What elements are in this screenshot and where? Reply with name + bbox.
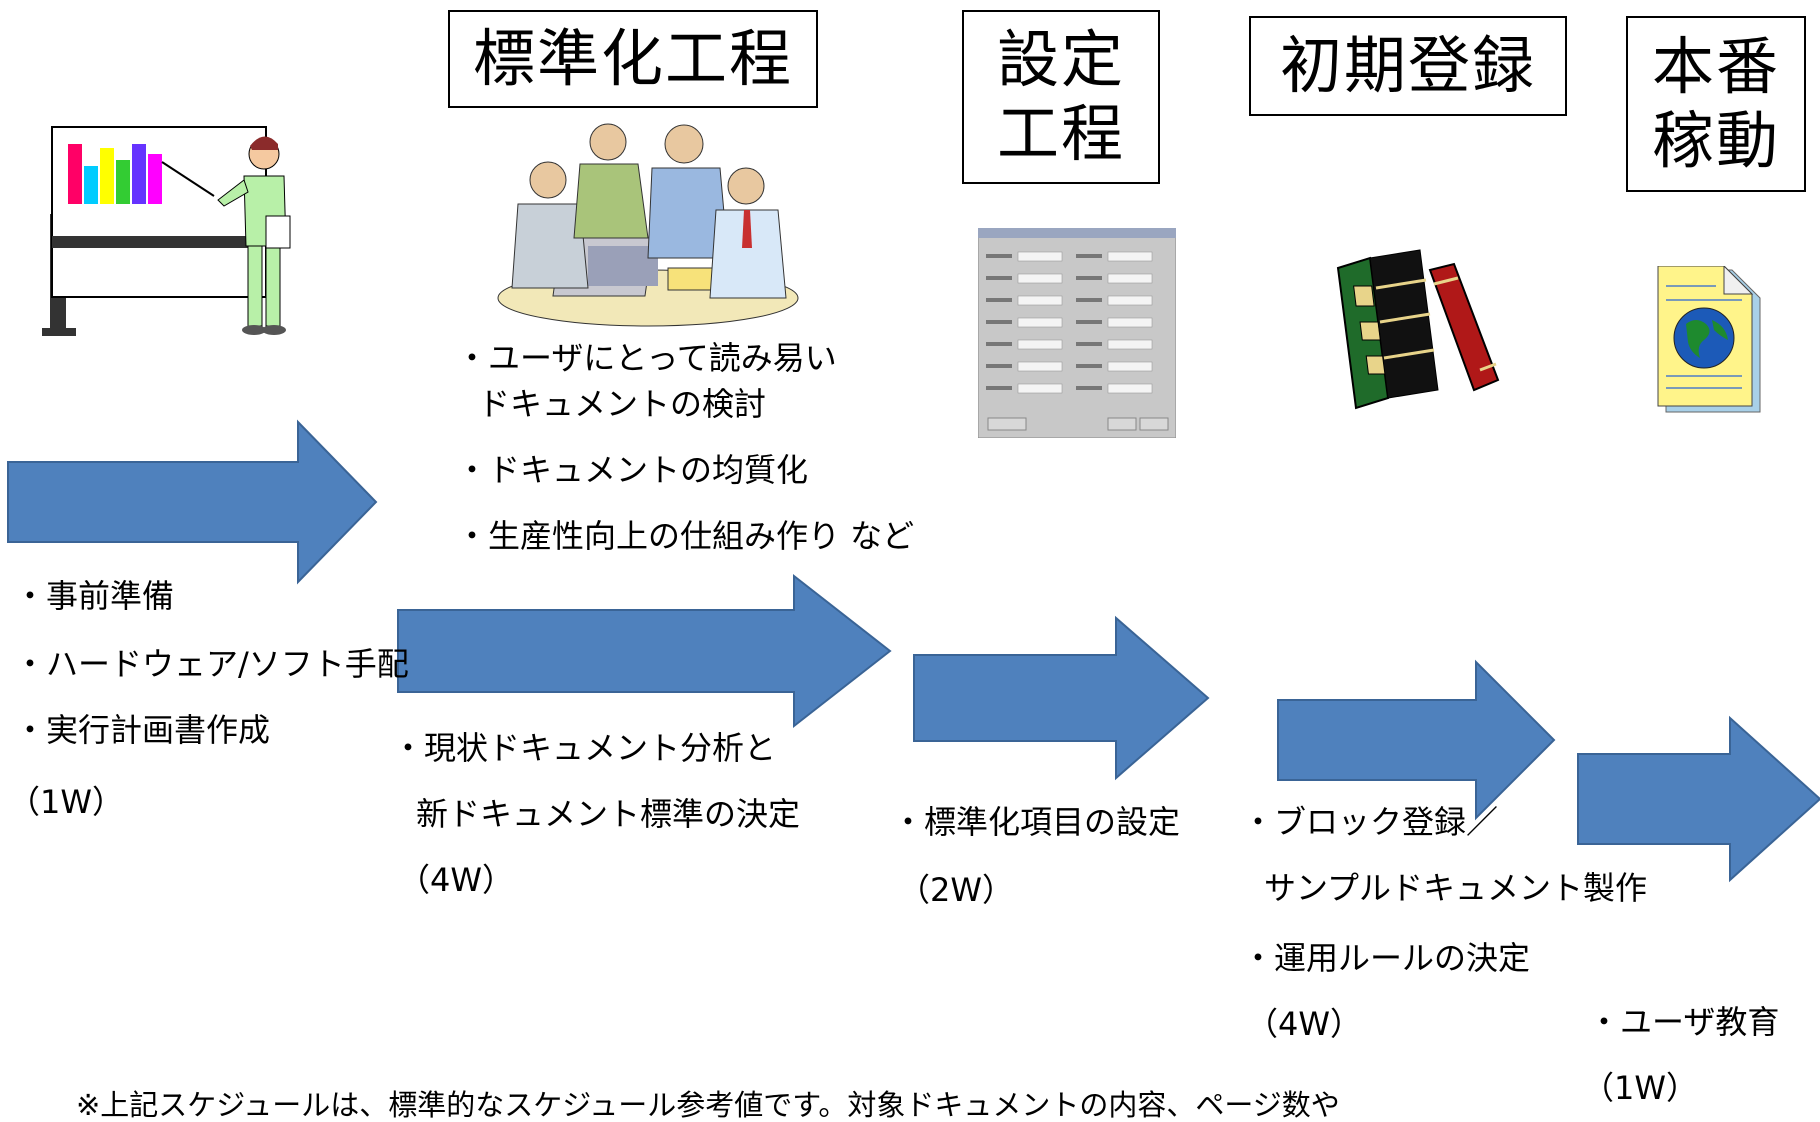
phase-title-setting: 設定 工程 xyxy=(962,10,1160,184)
step-standardization-item-2: 新ドキュメント標準の決定 xyxy=(416,795,801,833)
step-preparation-item-2: ・ハードウェア/ソフト手配 xyxy=(14,645,409,683)
footnote: ※上記スケジュールは、標準的なスケジュール参考値です。対象ドキュメントの内容、ペ… xyxy=(76,1088,1340,1122)
phase-title-standardization-text: 標準化工程 xyxy=(472,22,793,95)
standardization-goal-1: ・ユーザにとって読み易い xyxy=(456,339,837,377)
step-setting-duration: （2W） xyxy=(898,871,1015,909)
phase-title-go-live-line2: 稼動 xyxy=(1651,104,1780,177)
arrow-standardization xyxy=(397,573,892,729)
step-initial-registration-item-2: サンプルドキュメント製作 xyxy=(1264,869,1648,907)
settings-dialog-icon xyxy=(978,228,1176,438)
standardization-goal-3: ・ドキュメントの均質化 xyxy=(456,451,809,489)
phase-title-setting-line1: 設定 xyxy=(996,23,1125,96)
phase-title-standardization: 標準化工程 xyxy=(448,10,818,108)
step-standardization-item-1: ・現状ドキュメント分析と xyxy=(392,729,777,767)
phase-title-go-live-line1: 本番 xyxy=(1651,30,1780,103)
arrow-initial-registration xyxy=(1277,659,1556,821)
standardization-goal-4: ・生産性向上の仕組み作り など xyxy=(456,517,915,555)
arrow-setting xyxy=(913,615,1210,781)
phase-title-setting-line2: 工程 xyxy=(996,97,1125,170)
step-initial-registration-duration: （4W） xyxy=(1246,1005,1363,1043)
phase-title-initial-registration-text: 初期登録 xyxy=(1279,29,1536,102)
arrow-go-live xyxy=(1577,715,1820,883)
presenter-icon xyxy=(42,126,291,336)
step-standardization-duration: （4W） xyxy=(398,861,515,899)
books-icon xyxy=(1336,249,1500,410)
step-setting-item-1: ・標準化項目の設定 xyxy=(892,803,1181,841)
phase-title-initial-registration: 初期登録 xyxy=(1249,16,1567,116)
step-initial-registration-item-3: ・運用ルールの決定 xyxy=(1242,939,1531,977)
step-preparation-item-3: ・実行計画書作成 xyxy=(14,711,271,749)
step-go-live-item-1: ・ユーザ教育 xyxy=(1588,1003,1780,1041)
step-initial-registration-item-1: ・ブロック登録／ xyxy=(1242,803,1499,841)
step-preparation-item-1: ・事前準備 xyxy=(14,577,175,615)
globe-document-icon xyxy=(1657,266,1761,413)
standardization-goal-2: ドキュメントの検討 xyxy=(478,385,767,423)
phase-title-go-live: 本番 稼動 xyxy=(1626,16,1806,192)
arrow-preparation xyxy=(7,419,378,585)
step-go-live-duration: （1W） xyxy=(1582,1069,1699,1107)
step-preparation-duration: （1W） xyxy=(8,783,125,821)
meeting-icon xyxy=(497,123,799,327)
